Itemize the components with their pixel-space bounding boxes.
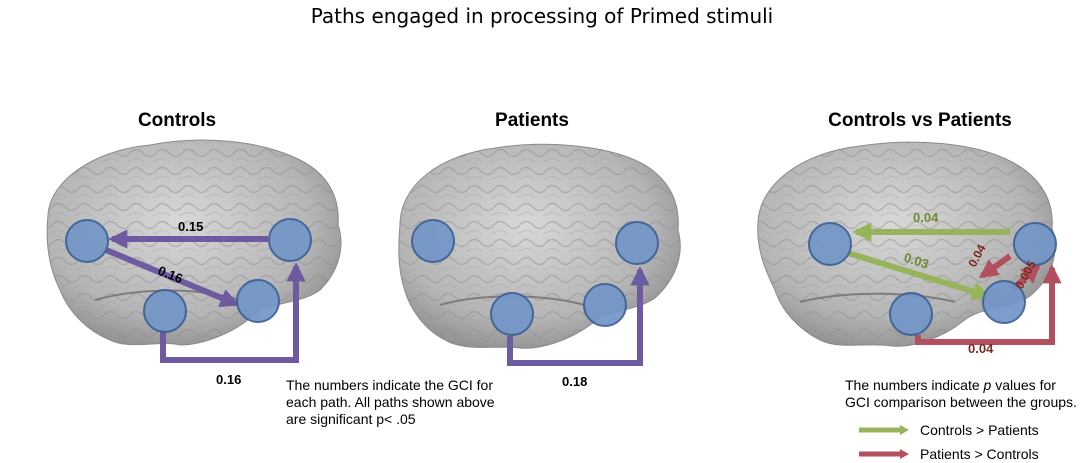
pvalue-note: The numbers indicate p values for GCI co…	[845, 377, 1077, 411]
nodes-controls	[65, 218, 312, 333]
gci-note-line-3: are significant p< .05	[286, 411, 416, 427]
paths-comparison	[847, 222, 1062, 345]
pvalue-note-line-1: The numbers indicate p values for	[845, 377, 1077, 394]
gci-note: The numbers indicate the GCI for each pa…	[286, 377, 495, 428]
path-controls-diag	[104, 247, 240, 307]
node-patients-temporal-ant	[490, 292, 534, 336]
label-patients-bottom: 0.18	[562, 374, 587, 389]
legend-red-arrow-icon	[859, 449, 909, 459]
node-controls-frontal	[65, 219, 109, 263]
label-comparison-bottom: 0.04	[968, 341, 994, 356]
node-comparison-frontal	[808, 222, 852, 266]
node-comparison-temporal-post	[982, 280, 1026, 324]
node-comparison-occipital	[1013, 222, 1057, 266]
figure-title: Paths engaged in processing of Primed st…	[310, 4, 774, 28]
panel-title-patients: Patients	[495, 110, 569, 131]
node-controls-occipital	[268, 218, 312, 262]
gci-note-line-1: The numbers indicate the GCI for	[286, 377, 493, 393]
path-patients-bottom	[507, 266, 650, 366]
paths-patients	[507, 266, 650, 366]
pvalue-note-suffix: values for	[991, 377, 1056, 393]
legend-controls-gt-patients: Controls > Patients	[858, 422, 1039, 438]
gci-note-line-2: each path. All paths shown above	[286, 394, 495, 410]
pvalue-note-line-2: GCI comparison between the groups.	[845, 394, 1077, 410]
legend-green-arrow-icon	[859, 425, 909, 435]
label-controls-top: 0.15	[178, 219, 203, 234]
path-comparison-bottom	[915, 264, 1062, 345]
node-patients-frontal	[411, 219, 455, 263]
node-controls-temporal-post	[236, 279, 280, 323]
path-controls-bottom	[160, 262, 306, 363]
panel-title-controls: Controls	[137, 110, 217, 131]
legend-controls-gt-patients-label: Controls > Patients	[920, 422, 1039, 438]
node-comparison-temporal-ant	[889, 292, 933, 336]
node-controls-temporal-ant	[143, 289, 187, 333]
legend-patients-gt-controls: Patients > Controls	[858, 446, 1039, 462]
legend-patients-gt-controls-label: Patients > Controls	[920, 446, 1039, 462]
pvalue-note-prefix: The numbers indicate	[845, 377, 984, 393]
paths-controls	[104, 229, 306, 363]
label-comparison-diag: 0.03	[902, 250, 931, 272]
path-comparison-mid1	[978, 253, 1012, 279]
label-controls-bottom: 0.16	[216, 372, 241, 387]
panel-title-comparison: Controls vs Patients	[828, 110, 1012, 131]
label-comparison-top: 0.04	[913, 210, 939, 225]
node-patients-occipital	[615, 221, 659, 265]
path-comparison-diag	[847, 250, 992, 301]
node-patients-temporal-post	[583, 283, 627, 327]
nodes-comparison	[808, 222, 1057, 336]
pvalue-note-italic: p	[983, 377, 992, 393]
nodes-patients	[411, 219, 659, 336]
